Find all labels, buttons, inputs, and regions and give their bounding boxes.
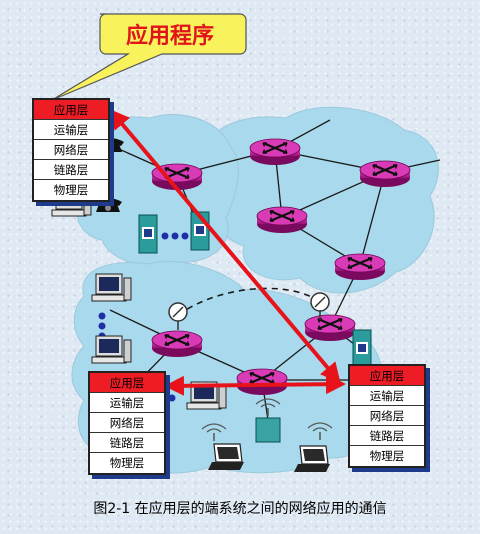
router bbox=[255, 205, 309, 235]
protocol-stack-bottom-right: 应用层 运输层 网络层 链路层 物理层 bbox=[348, 364, 426, 468]
layer-application: 应用层 bbox=[350, 366, 424, 386]
layer-link: 链路层 bbox=[90, 433, 164, 453]
layer-physical: 物理层 bbox=[53, 183, 89, 197]
base-station-icon bbox=[255, 417, 281, 443]
app-communication-arrow bbox=[109, 108, 341, 384]
router bbox=[150, 329, 204, 359]
server-icon bbox=[352, 329, 372, 369]
protocol-stack-bottom-left: 应用层 运输层 网络层 链路层 物理层 bbox=[88, 371, 166, 475]
layer-network: 网络层 bbox=[90, 413, 164, 433]
layer-network: 网络层 bbox=[34, 140, 108, 160]
router bbox=[303, 313, 357, 343]
layer-physical: 物理层 bbox=[109, 456, 145, 470]
layer-transport: 运输层 bbox=[90, 393, 164, 413]
server-icon bbox=[138, 214, 158, 254]
layer-link: 链路层 bbox=[350, 426, 424, 446]
app-communication-arrow bbox=[164, 374, 346, 396]
layer-physical: 物理层 bbox=[369, 449, 405, 463]
computer-icon bbox=[91, 273, 132, 302]
router bbox=[333, 252, 387, 282]
figure-caption: 图2-1 在应用层的端系统之间的网络应用的通信 bbox=[93, 501, 387, 517]
layer-application: 应用层 bbox=[90, 373, 164, 393]
layer-link: 链路层 bbox=[34, 160, 108, 180]
layer-transport: 运输层 bbox=[34, 120, 108, 140]
router bbox=[248, 137, 302, 167]
callout-label: 应用程序 bbox=[125, 24, 214, 49]
computer-icon bbox=[91, 335, 132, 364]
protocol-stack-top-left: 应用层 运输层 网络层 链路层 物理层 bbox=[32, 98, 110, 202]
layer-application: 应用层 bbox=[34, 100, 108, 120]
router bbox=[358, 159, 412, 189]
router bbox=[235, 367, 289, 397]
layer-transport: 运输层 bbox=[350, 386, 424, 406]
layer-network: 网络层 bbox=[350, 406, 424, 426]
